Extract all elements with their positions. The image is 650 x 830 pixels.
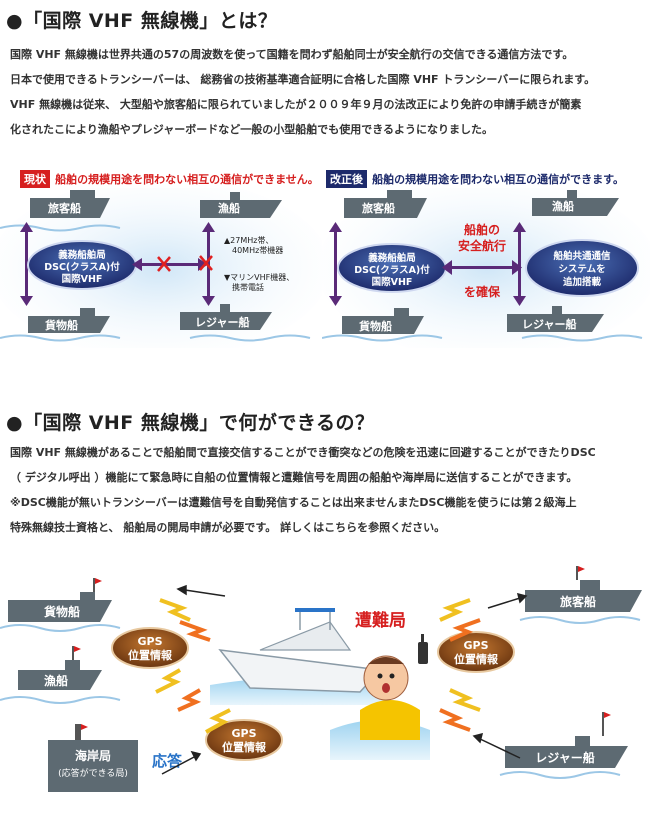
distressed-person-icon [360,634,428,740]
gps-bubble-line1: GPS [463,639,488,652]
ship-icon [507,306,604,332]
gps-bubble-line2: 位置情報 [454,652,499,666]
distress-scene: 貨物船 漁船 旅客船 レジャー船 海岸局 (応答ができる局) 応答 [0,566,642,792]
distressed-boat-icon [218,608,382,693]
before-ship-bottom-right-label: レジャー船 [195,315,249,329]
before-note1-line1: ▲27MHz帯、 [224,235,273,245]
before-ship-top-left-label: 旅客船 [48,201,81,215]
ship-icon [342,308,424,334]
gps-bubble-line2: 位置情報 [128,648,173,662]
before-caption-row: 現状 船舶の規模用途を問わない相互の通信ができません。 [20,168,319,188]
after-center-line2: DSC(クラスA)付 [354,264,430,276]
after-right-line1: 船舶共通通信 [553,250,611,262]
before-center-line1: 義務船舶局 [58,249,106,261]
after-caption: 船舶の規模用途を問わない相互の通信ができます。 [372,173,624,186]
section2-line: 特殊無線技士資格と、 船舶局の開局申請が必要です。 詳しくはこちらを参照ください… [10,521,446,534]
section1-line: 日本で使用できるトランシーバーは、 総務省の技術基準適合証明に合格した国際 VH… [10,73,596,86]
scene-distress-label: 遭難局 [355,610,406,631]
ship-icon [344,190,427,218]
bidirectional-arrow-icon [442,260,522,275]
scene-response-label: 応答 [152,752,183,770]
after-diagram: 旅客船 漁船 貨物船 レジャー船 義務船舶局 DSC(クラスA)付 国際VHF … [322,188,650,348]
gps-bubble [205,719,283,761]
ship-icon [532,190,619,216]
gps-bubble [111,627,189,669]
passenger-ship-icon [525,566,642,612]
section1-title: ●「国際 VHF 無線機」とは？ [6,10,278,32]
scene-coast-line2: (応答ができる局) [58,767,128,779]
cargo-ship-icon [8,578,112,622]
before-note2-line2: 携帯電話 [232,282,264,292]
after-ship-top-left-label: 旅客船 [362,201,395,215]
gps-bubble [437,631,515,673]
before-diagram: 旅客船 漁船 貨物船 レジャー船 義務船舶局 DSC(クラスA)付 国際VHF … [0,188,322,348]
gps-bubble-line1: GPS [137,635,162,648]
after-mid-line1: 船舶の [464,222,500,237]
coast-station-icon [48,724,138,792]
vertical-arrow-icon [513,222,526,306]
vertical-arrow-icon [329,222,342,306]
section2-line: （ デジタル呼出 ）機能にて緊急時に自船の位置情報と遭難信号を周囲の船舶や海岸局… [10,471,578,484]
after-right-oval [525,239,639,297]
after-ship-top-right-label: 漁船 [552,199,574,213]
after-center-line3: 国際VHF [372,276,413,288]
vertical-arrow-icon [20,222,33,306]
section1-body: 国際 VHF 無線機は世界共通の57の周波数を使って国籍を問わず船舶同士が安全航… [10,42,646,142]
before-note2-line1: ▼マリンVHF機器、 [224,272,294,282]
section2-line: ※DSC機能が無いトランシーバーは遭難信号を自動発信することは出来ませんまたDS… [10,496,577,509]
scene-coast-line1: 海岸局 [75,748,111,763]
after-right-line2: システムを [558,264,605,275]
before-caption: 船舶の規模用途を問わない相互の通信ができません。 [55,173,319,186]
before-center-line2: DSC(クラスA)付 [44,261,120,273]
before-ship-bottom-left-label: 貨物船 [45,318,78,332]
after-ship-bottom-left-label: 貨物船 [359,319,392,333]
after-center-line1: 義務船舶局 [368,252,416,264]
section2-body: 国際 VHF 無線機があることで船舶間で直接交信することができ衝突などの危険を迅… [10,440,646,540]
after-right-line3: 追加搭載 [563,276,602,288]
before-ship-top-right-label: 漁船 [218,201,240,215]
section2-line: 国際 VHF 無線機があることで船舶間で直接交信することができ衝突などの危険を迅… [10,446,596,459]
section2-title: ●「国際 VHF 無線機」で何ができるの？ [6,412,375,434]
before-center-line3: 国際VHF [62,273,103,285]
blocked-arrow-icon [132,255,213,272]
response-arrow-icon [161,584,528,775]
fishing-ship-icon [18,646,102,690]
after-tag: 改正後 [326,170,367,188]
gps-bubble-line2: 位置情報 [222,740,267,754]
after-caption-row: 改正後 船舶の規模用途を問わない相互の通信ができます。 [326,168,624,188]
ship-icon [180,304,272,330]
leisure-ship-icon [505,712,628,768]
ship-icon [28,308,110,333]
section1-line: 国際 VHF 無線機は世界共通の57の周波数を使って国籍を問わず船舶同士が安全航… [10,48,574,61]
section1-line: VHF 無線機は従来、 大型船や旅客船に限られていましたが２００９年９月の法改正… [10,98,582,111]
scene-cargo-label: 貨物船 [44,604,80,619]
scene-passenger-label: 旅客船 [560,594,596,609]
section1-line: 化されたこにより漁船やプレジャーボードなど一般の小型船舶でも使用できるようになり… [10,123,494,136]
before-note1-line2: 40MHz帯機器 [232,245,283,255]
after-mid-line2: 安全航行 [458,238,506,253]
ship-icon [30,190,110,218]
signal-bolt-icon [155,598,481,734]
before-tag: 現状 [20,170,50,188]
gps-bubble-line1: GPS [231,727,256,740]
after-mid-line3: を確保 [464,284,501,299]
ship-icon [200,192,282,218]
after-ship-bottom-right-label: レジャー船 [522,317,576,331]
scene-leisure-label: レジャー船 [535,750,594,765]
scene-fishing-label: 漁船 [44,673,68,688]
